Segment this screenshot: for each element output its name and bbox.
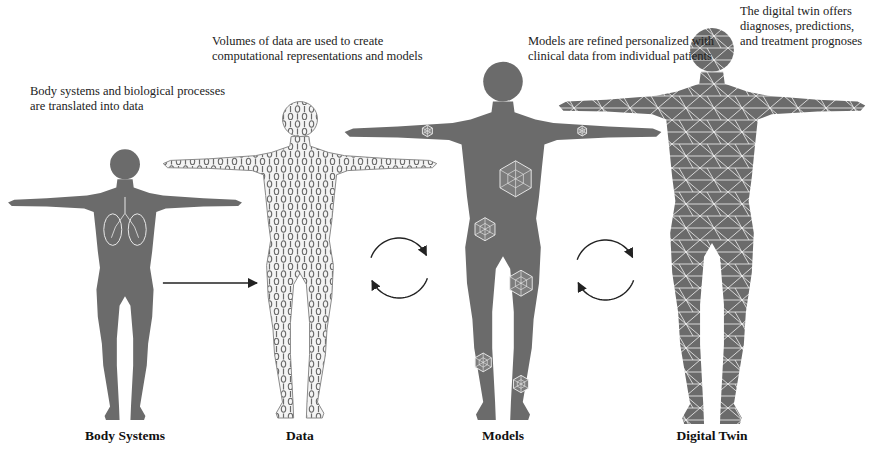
stage-caption: Body systems and biological processes ar… xyxy=(30,84,230,114)
body-silhouette xyxy=(559,72,865,424)
stage-label: Body Systems xyxy=(85,428,165,444)
head-silhouette xyxy=(483,62,523,102)
head-silhouette xyxy=(283,102,318,137)
figure-group xyxy=(8,28,865,424)
human-silhouette xyxy=(559,28,865,424)
body-silhouette xyxy=(8,179,242,420)
stage-caption: Models are refined personalized with cli… xyxy=(528,34,718,64)
human-silhouette xyxy=(345,62,662,420)
cycle-arc xyxy=(372,278,427,298)
cycle-arc xyxy=(578,280,633,300)
body-silhouette xyxy=(163,137,436,418)
figure-node: The digital twin offers diagnoses, predi… xyxy=(668,126,756,425)
model-hexagon xyxy=(510,270,532,296)
model-mesh xyxy=(514,375,529,392)
arrow-line xyxy=(163,282,257,283)
stage-label: Digital Twin xyxy=(676,428,747,444)
cycle-arc xyxy=(371,238,426,258)
model-mesh xyxy=(510,270,532,296)
lung-outline xyxy=(128,214,146,246)
model-mesh xyxy=(475,353,491,372)
model-hexagon xyxy=(500,161,531,197)
body-silhouette xyxy=(345,101,662,420)
cycle-arrow xyxy=(577,240,633,300)
model-hexagon xyxy=(514,375,529,392)
stage-caption: Volumes of data are used to create compu… xyxy=(212,34,427,64)
bronchi-line xyxy=(111,213,125,237)
model-mesh xyxy=(578,126,587,136)
figure-node: Models are refined personalized with cli… xyxy=(463,150,542,420)
flow-arrow xyxy=(163,283,257,284)
human-silhouette xyxy=(163,102,436,418)
head-silhouette xyxy=(110,149,140,179)
cycle-arc xyxy=(577,240,632,260)
stage-label: Data xyxy=(286,428,314,444)
model-mesh xyxy=(422,125,432,137)
stage-label: Models xyxy=(482,428,524,444)
trachea-line xyxy=(125,197,126,213)
human-silhouette xyxy=(8,149,242,420)
stage-caption: The digital twin offers diagnoses, predi… xyxy=(740,4,872,49)
model-hexagon xyxy=(422,125,432,137)
model-hexagon xyxy=(475,218,495,241)
model-hexagon xyxy=(475,353,491,372)
model-mesh xyxy=(500,161,531,197)
lung-outline xyxy=(104,214,122,246)
model-mesh xyxy=(475,218,495,241)
model-hexagon xyxy=(578,126,587,136)
figure-node: Body systems and biological processes ar… xyxy=(95,216,155,420)
figure-node: Volumes of data are used to create compu… xyxy=(265,180,335,419)
bronchi-line xyxy=(125,213,139,237)
cycle-arrow xyxy=(371,238,427,298)
